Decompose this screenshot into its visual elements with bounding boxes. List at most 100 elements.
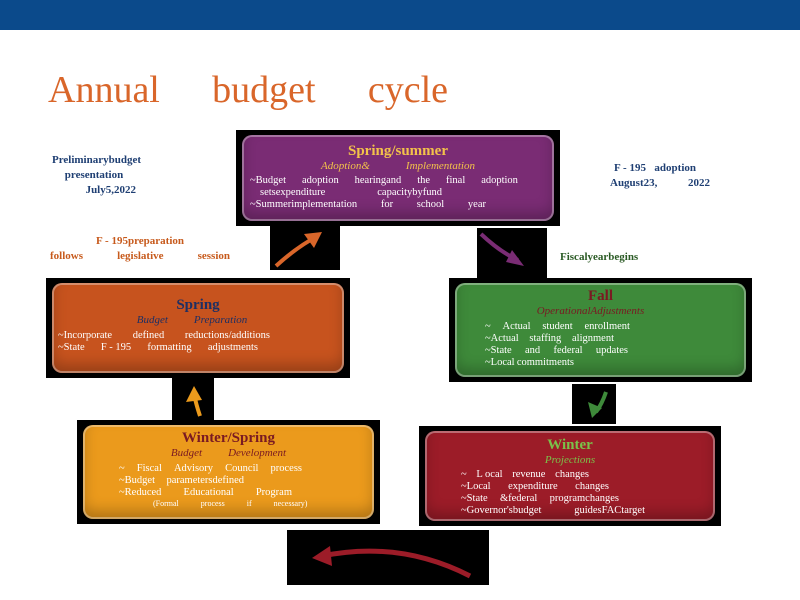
fall-line-2: ~Actual staffing alignment xyxy=(485,333,614,345)
adoption-note: F - 195 adoption August23, 2022 xyxy=(610,161,710,191)
line-word: F - 195 xyxy=(100,342,132,353)
title-word: budget xyxy=(212,69,316,111)
preparation-line-1: F - 195preparation xyxy=(96,235,184,247)
line-word: final xyxy=(446,175,466,186)
line-word: ~ xyxy=(461,469,467,480)
sub-word: OperationalAdjustments xyxy=(536,305,645,317)
fall-subheading: OperationalAdjustments xyxy=(435,305,746,318)
fiscal-year-note: Fiscalyearbegins xyxy=(560,251,639,263)
line-word: adjustments xyxy=(207,342,258,353)
line-word: ~Local xyxy=(485,357,515,368)
spring-summer-subheading: Adoption& Implementation xyxy=(242,160,554,173)
arrow-shaft xyxy=(321,548,472,579)
fall-heading: Fall xyxy=(588,288,613,304)
note-word: August23, xyxy=(610,177,658,189)
line-word: revenue xyxy=(512,469,546,480)
spring-box: Spring Budget Preparation ~Incorporate d… xyxy=(52,283,344,373)
arrow-head xyxy=(506,250,524,266)
preliminary-line-2: presentation xyxy=(64,169,124,181)
line-word: L ocal xyxy=(476,469,503,480)
line-word: ~ xyxy=(119,463,125,474)
sub-word: Budget xyxy=(136,314,168,326)
line-word: Advisory xyxy=(173,463,214,474)
arrow-head xyxy=(186,386,202,402)
line-word: &federal xyxy=(499,493,538,504)
line-word: commitments xyxy=(516,357,574,368)
line-word: school xyxy=(416,199,445,210)
line-word: process xyxy=(200,499,225,508)
winter-heading: Winter xyxy=(547,437,593,453)
line-word: expenditure xyxy=(508,481,558,492)
line-word: hearingand xyxy=(354,175,402,186)
sub-word: Implementation xyxy=(405,160,475,172)
preparation-note: F - 195preparation follows legislative s… xyxy=(50,234,230,264)
line-word: Actual xyxy=(502,321,531,332)
line-word: capacitybyfund xyxy=(377,187,442,198)
winter-line-2: ~Local expenditure changes xyxy=(461,481,609,493)
line-word: adoption xyxy=(481,175,518,186)
preliminary-note: Preliminarybudget presentation July5,202… xyxy=(52,153,142,198)
arrow-fall-to-winter xyxy=(588,391,608,418)
line-word: student xyxy=(542,321,573,332)
spring-summer-line-1: ~Budget adoption hearingand the final ad… xyxy=(250,175,518,187)
spring-heading: Spring xyxy=(176,297,220,313)
line-word: programchanges xyxy=(549,493,619,504)
spring-summer-line-3: ~Summerimplementation for school year xyxy=(250,199,486,211)
line-word: ~Reduced xyxy=(119,487,162,498)
page-title: Annual budget cycle xyxy=(48,68,448,112)
line-word: ~Local xyxy=(461,481,491,492)
winter-line-4: ~Governor'sbudget guidesFACtarget xyxy=(461,505,645,517)
line-word: parametersdefined xyxy=(166,475,244,486)
line-word: process xyxy=(270,463,303,474)
line-word: ~State xyxy=(485,345,512,356)
note-word: legislative xyxy=(117,250,164,262)
note-word: adoption xyxy=(654,162,696,174)
spring-summer-heading: Spring/summer xyxy=(347,143,448,159)
sub-word: Adoption& xyxy=(321,160,370,172)
line-word: staffing xyxy=(529,333,562,344)
arrow-summer-to-fall xyxy=(479,232,524,266)
spring-summer-box: Spring/summer Adoption& Implementation ~… xyxy=(242,135,554,221)
winter-spring-line-2: ~Budget parametersdefined xyxy=(119,475,244,487)
preliminary-line-3: July5,2022 xyxy=(85,184,136,196)
line-word: Program xyxy=(255,487,292,498)
line-word: ~State xyxy=(58,342,85,353)
arrow-head xyxy=(312,546,332,566)
arrow-head xyxy=(304,232,322,248)
line-word: reductions/additions xyxy=(184,330,270,341)
winter-spring-note: (Formal process if necessary) xyxy=(153,499,374,509)
line-word: ~Budget xyxy=(119,475,156,486)
title-word: Annual xyxy=(48,69,160,111)
arrow-frame-fall-to-winter xyxy=(572,384,616,424)
winter-spring-line-3: ~Reduced Educational Program xyxy=(119,487,292,499)
line-word: Council xyxy=(225,463,259,474)
line-word: year xyxy=(467,199,486,210)
winter-subheading: Projections xyxy=(425,454,715,467)
line-word: guidesFACtarget xyxy=(574,505,645,516)
line-word: adoption xyxy=(301,175,339,186)
fall-box: Fall OperationalAdjustments ~ Actual stu… xyxy=(455,283,746,377)
line-word: Fiscal xyxy=(136,463,162,474)
line-word: for xyxy=(380,199,394,210)
winter-spring-line-1: ~ Fiscal Advisory Council process xyxy=(119,463,302,475)
line-word: updates xyxy=(595,345,628,356)
note-word: session xyxy=(197,250,230,262)
spring-summer-line-2: setsexpenditure capacitybyfund xyxy=(260,187,442,199)
spring-line-2: ~State F - 195 formatting adjustments xyxy=(58,342,258,354)
line-word: Educational xyxy=(183,487,234,498)
adoption-line-2: August23, 2022 xyxy=(610,176,710,191)
line-word: necessary) xyxy=(273,499,308,508)
preparation-line-2: follows legislative session xyxy=(50,249,230,264)
arrow-winter-to-winterspring xyxy=(312,546,472,579)
adoption-line-1: F - 195 adoption xyxy=(614,161,696,176)
top-banner xyxy=(0,0,800,30)
arrow-head xyxy=(588,402,602,418)
winter-spring-box: Winter/Spring Budget Development ~ Fisca… xyxy=(83,425,374,519)
preliminary-line-1: Preliminarybudget xyxy=(52,154,142,166)
spring-subheading: Budget Preparation xyxy=(40,314,344,327)
line-word: ~Actual xyxy=(485,333,519,344)
sub-word: Preparation xyxy=(193,314,248,326)
line-word: (Formal xyxy=(153,499,179,508)
line-word: ~ xyxy=(485,321,491,332)
